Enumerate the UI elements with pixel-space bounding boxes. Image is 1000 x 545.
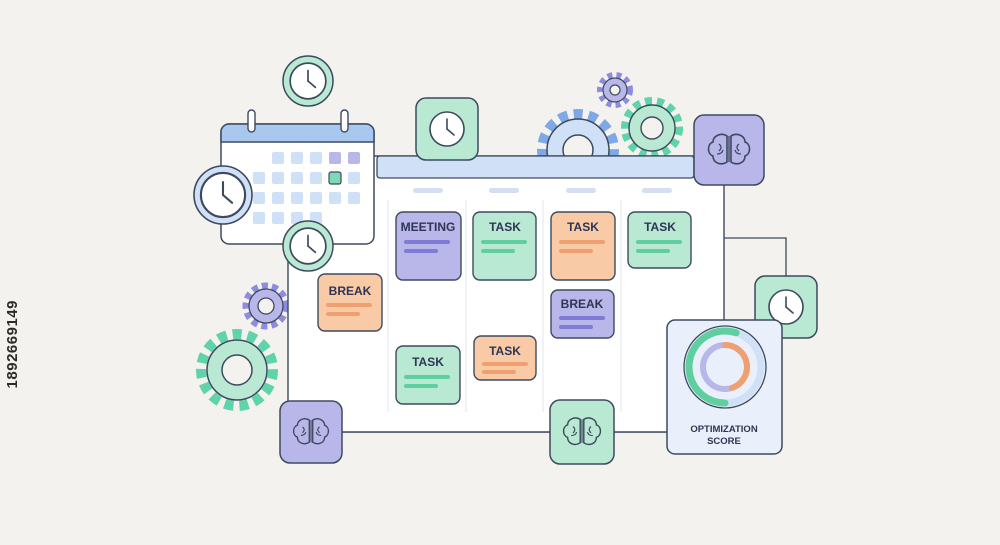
task-card-label: TASK [412,355,444,369]
task-card-label: TASK [567,220,599,234]
brain-icon [693,114,765,186]
gear-icon [597,72,633,108]
break-card: BREAK [317,273,383,332]
optimization-score-panel: OPTIMIZATION SCORE [666,319,783,455]
clock-icon [282,220,334,272]
break-card: BREAK [550,289,615,339]
brain-icon [549,399,615,465]
clock-icon [415,97,479,161]
task-card-label: TASK [644,220,676,234]
score-progress-ring [685,327,740,407]
brain-icon [279,400,343,464]
task-card: TASK [627,211,692,269]
score-subtitle: SCORE [707,436,741,447]
task-card-label: TASK [489,344,521,358]
score-inner-ring [722,342,750,391]
task-card: TASK [550,211,616,281]
gear-icon [196,329,278,411]
task-card: TASK [473,335,537,381]
task-card: TASK [395,345,461,405]
clock-icon [193,165,253,225]
meeting-card-label: MEETING [401,220,456,234]
calendar-icon [220,109,375,245]
gear-icon [621,97,683,159]
break-card-label: BREAK [561,297,604,311]
task-card: TASK [472,211,537,281]
gear-icon [242,282,290,330]
break-card-label: BREAK [329,284,372,298]
clock-icon [282,55,334,107]
meeting-card: MEETING [395,211,462,281]
task-card-label: TASK [489,220,521,234]
score-title: OPTIMIZATION [690,424,758,435]
